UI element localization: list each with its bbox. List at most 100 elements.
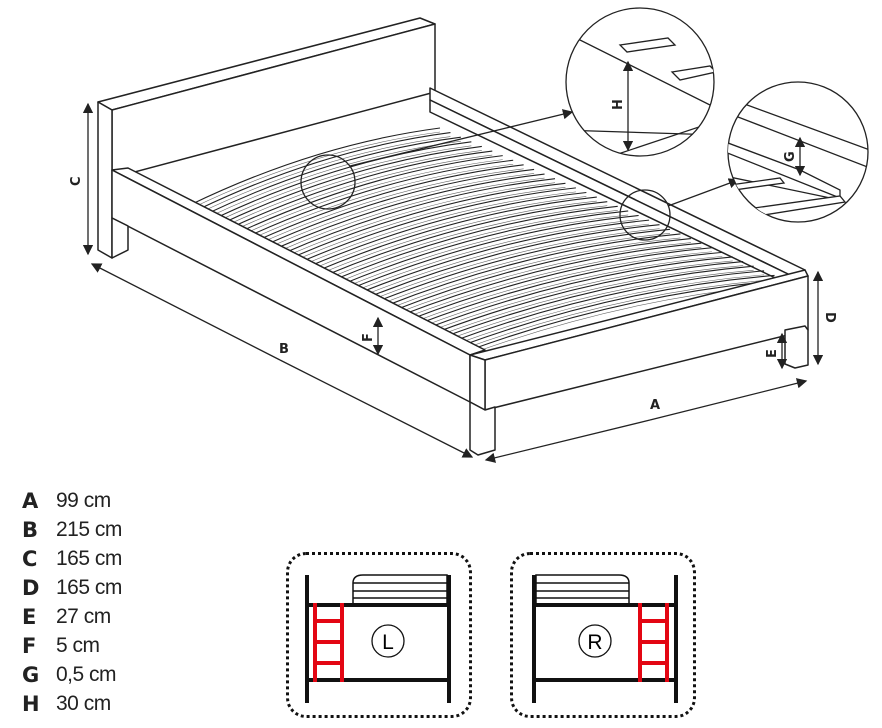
slats [189, 127, 786, 355]
legend-key: G [22, 662, 40, 687]
slat-edge [444, 269, 754, 342]
legend-row: F 5 cm [22, 631, 122, 660]
legend-value: 27 cm [56, 604, 111, 628]
slat [418, 251, 723, 325]
legend-value: 30 cm [56, 691, 111, 715]
variant-right-label: R [587, 631, 602, 654]
slat [427, 256, 733, 329]
zoom-detail-h [565, 7, 715, 157]
slat [342, 210, 629, 285]
front-side-rail [111, 167, 486, 356]
slat [325, 201, 608, 276]
slat [384, 233, 681, 307]
legend-key: D [22, 575, 40, 600]
slat-edge [452, 274, 765, 346]
slat-edge [240, 159, 503, 236]
bunk-right-icon: R [532, 574, 678, 703]
slat-edge [435, 265, 744, 337]
slat [291, 182, 566, 259]
slat-edge [189, 131, 441, 210]
slat-edge [393, 242, 691, 315]
slat [401, 242, 702, 316]
slat-edge [249, 163, 514, 241]
slat-edge [461, 279, 775, 350]
bunk-left-icon: L [305, 574, 451, 703]
slat-edge [257, 168, 524, 245]
slat [444, 265, 754, 338]
slat [300, 187, 576, 263]
slat [308, 191, 587, 268]
slat-edge [418, 256, 723, 328]
slat [367, 224, 660, 298]
slat-edge [206, 140, 461, 219]
legend-key: F [22, 633, 37, 658]
slat-edge [385, 237, 681, 311]
detail-circle-g [619, 189, 671, 241]
slat-edge [342, 214, 629, 289]
slat [351, 214, 639, 289]
slat-edge [359, 223, 650, 298]
slat-edge [376, 233, 671, 306]
slat-edge [334, 210, 618, 284]
slat-edge [368, 228, 660, 302]
label-h: H [611, 99, 626, 110]
slat-edge [402, 246, 702, 320]
slat [317, 196, 597, 272]
slat [223, 145, 482, 224]
slat [198, 132, 451, 210]
slat [359, 219, 650, 294]
slat [469, 279, 786, 351]
legend-value: 99 cm [56, 488, 111, 512]
legend-key: B [22, 517, 39, 542]
slat [334, 205, 618, 281]
variant-left-label: L [382, 631, 394, 654]
slat-edge [266, 173, 535, 249]
slat [215, 141, 472, 219]
slat-edge [223, 150, 482, 227]
slat [206, 136, 461, 215]
slat [232, 150, 493, 228]
legend-value: 5 cm [56, 633, 100, 657]
slat-edge [351, 219, 639, 293]
legend-row: D 165 cm [22, 573, 122, 602]
slat [274, 173, 545, 250]
slat [257, 164, 524, 241]
slat-edge [283, 182, 556, 258]
slat-edge [325, 205, 608, 280]
slat-edge [317, 200, 597, 276]
label-a: A [650, 398, 660, 413]
slat [410, 247, 712, 320]
legend-row: G 0,5 cm [22, 660, 122, 689]
slat-edge [215, 145, 472, 223]
slat [283, 178, 556, 254]
variant-left[interactable]: L [286, 552, 472, 718]
legend-value: 165 cm [56, 575, 122, 599]
slat-edge [291, 186, 566, 263]
label-f: F [361, 333, 376, 342]
slat [240, 155, 503, 232]
label-e: E [765, 349, 780, 358]
leg [784, 325, 809, 369]
slat [393, 237, 691, 311]
legend-row: B 215 cm [22, 515, 122, 544]
slat [189, 127, 441, 206]
legend-value: 215 cm [56, 517, 122, 541]
slat-edge [198, 136, 451, 214]
slat [461, 274, 775, 347]
slat [266, 168, 535, 246]
slat-edge [410, 251, 712, 324]
legend-value: 0,5 cm [56, 662, 117, 686]
legend-key: A [22, 488, 39, 513]
variant-right[interactable]: R [510, 552, 696, 718]
label-d: D [822, 312, 837, 323]
slat-edge [427, 260, 733, 333]
slat-edge [308, 196, 587, 271]
legend-row: A 99 cm [22, 486, 122, 515]
slat [435, 261, 744, 333]
slat-edge [232, 154, 493, 232]
